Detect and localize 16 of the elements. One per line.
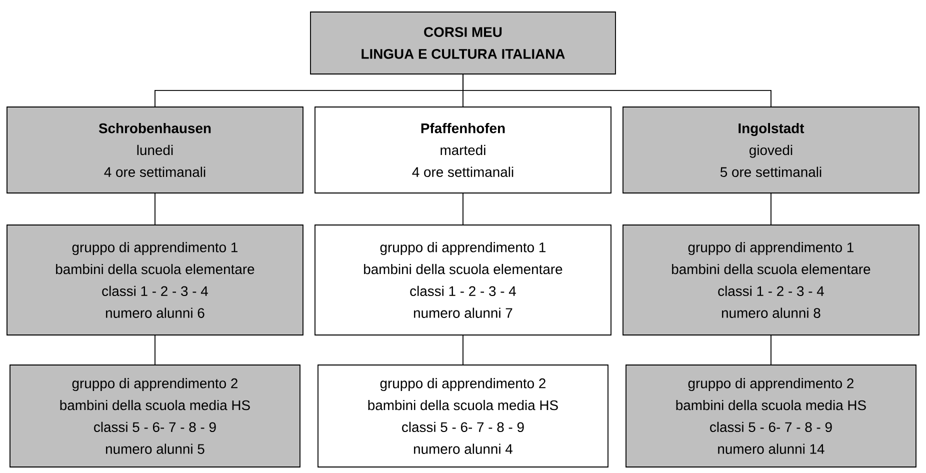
location-box: Pfaffenhofen martedi 4 ore settimanali bbox=[314, 106, 612, 194]
group-box: gruppo di apprendimento 2 bambini della scuola media HS classi 5 - 6- 7 - 8 - 9 numero alunni 14 bbox=[626, 364, 916, 468]
connector-line bbox=[462, 335, 464, 365]
header-box: CORSI MEU LINGUA E CULTURA ITALIANA bbox=[310, 12, 616, 74]
group-box: gruppo di apprendimento 1 bambini della scuola elementare classi 1 - 2 - 3 - 4 numero alunni 7 bbox=[314, 224, 612, 336]
location-box: Ingolstadt giovedi 5 ore settimanali bbox=[622, 106, 920, 194]
group-box: gruppo di apprendimento 2 bambini della scuola media HS classi 5 - 6- 7 - 8 - 9 numero alunni 5 bbox=[10, 364, 300, 468]
group-box: gruppo di apprendimento 2 bambini della scuola media HS classi 5 - 6- 7 - 8 - 9 numero alunni 4 bbox=[318, 364, 608, 468]
connector-line bbox=[154, 335, 156, 365]
connector-line bbox=[462, 193, 464, 225]
connector-line bbox=[770, 335, 772, 365]
connector-line bbox=[154, 193, 156, 225]
location-box: Schrobenhausen lunedi 4 ore settimanali bbox=[6, 106, 304, 194]
group-box: gruppo di apprendimento 1 bambini della scuola elementare classi 1 - 2 - 3 - 4 numero alunni 6 bbox=[6, 224, 304, 336]
connector-line bbox=[770, 193, 772, 225]
group-box: gruppo di apprendimento 1 bambini della scuola elementare classi 1 - 2 - 3 - 4 numero alunni 8 bbox=[622, 224, 920, 336]
